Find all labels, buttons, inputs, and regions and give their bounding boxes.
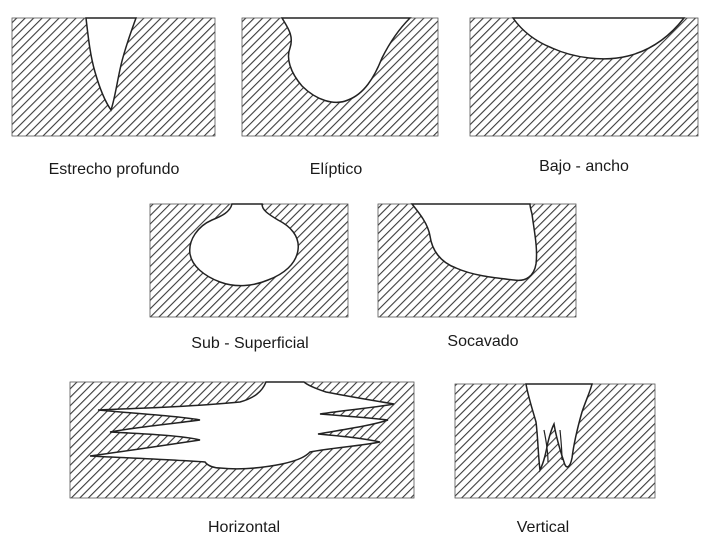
- caption-bajo-ancho: Bajo - ancho: [539, 157, 629, 177]
- panel-estrecho-profundo: [12, 18, 215, 136]
- caption-sub-superficial: Sub - Superficial: [191, 334, 308, 354]
- caption-vertical: Vertical: [517, 518, 569, 538]
- panel-bajo-ancho: [470, 18, 698, 136]
- panel-horizontal: [70, 382, 414, 498]
- panel-socavado: [378, 204, 576, 317]
- caption-socavado: Socavado: [447, 332, 518, 352]
- panel-sub-superficial: [150, 204, 348, 317]
- caption-estrecho-profundo: Estrecho profundo: [49, 160, 180, 180]
- panel-vertical: [455, 384, 655, 498]
- caption-horizontal: Horizontal: [208, 518, 280, 538]
- panel-eliptico: [242, 18, 438, 136]
- caption-eliptico: Elíptico: [310, 160, 362, 180]
